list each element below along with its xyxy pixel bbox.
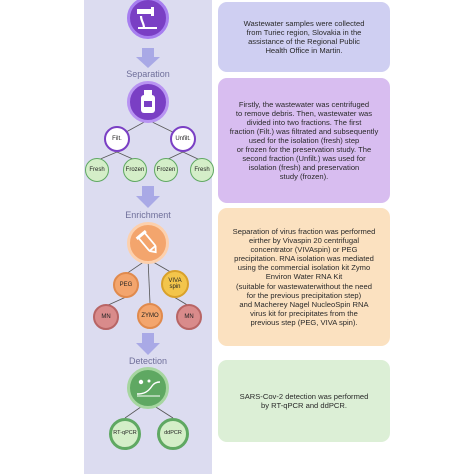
- detection-node: [127, 367, 169, 409]
- filt-node: Filt.: [104, 126, 130, 152]
- viva-spin-node: VIVA spin: [161, 270, 189, 298]
- mn-node-1: MN: [93, 304, 119, 330]
- down-arrow-icon: [136, 48, 160, 68]
- sample-bottle-icon: [141, 90, 155, 113]
- mn-node-2: MN: [176, 304, 202, 330]
- down-arrow-icon: [136, 186, 160, 208]
- stage-detection: Detection: [128, 356, 168, 366]
- zymo-node: ZYMO: [137, 303, 163, 329]
- enrichment-node: [127, 222, 169, 264]
- detection-card: SARS-Cov-2 detection was performed by RT…: [218, 360, 390, 442]
- fresh-node-1: Fresh: [85, 158, 109, 182]
- separation-card: Firstly, the wastewater was centrifuged …: [218, 78, 390, 203]
- ddpcr-node: ddPCR: [157, 418, 189, 450]
- sampling-card: Wastewater samples were collected from T…: [218, 2, 390, 72]
- unfilt-node: Unfilt.: [170, 126, 196, 152]
- fresh-node-2: Fresh: [190, 158, 214, 182]
- rt-qpcr-node: RT-qPCR: [109, 418, 141, 450]
- stage-enrichment: Enrichment: [125, 210, 171, 220]
- separation-node: [127, 81, 169, 123]
- peg-node: PEG: [113, 272, 139, 298]
- stage-separation: Separation: [126, 69, 170, 79]
- enrichment-card: Separation of virus fraction was perform…: [218, 208, 390, 346]
- frozen-node-1: Frozen: [123, 158, 147, 182]
- wastewater-node: [127, 0, 169, 39]
- wastewater-pipe-icon: [137, 7, 157, 29]
- centrifuge-tube-icon: [135, 230, 157, 254]
- down-arrow-icon: [136, 333, 160, 355]
- frozen-node-2: Frozen: [154, 158, 178, 182]
- pcr-plot-icon: [136, 379, 161, 397]
